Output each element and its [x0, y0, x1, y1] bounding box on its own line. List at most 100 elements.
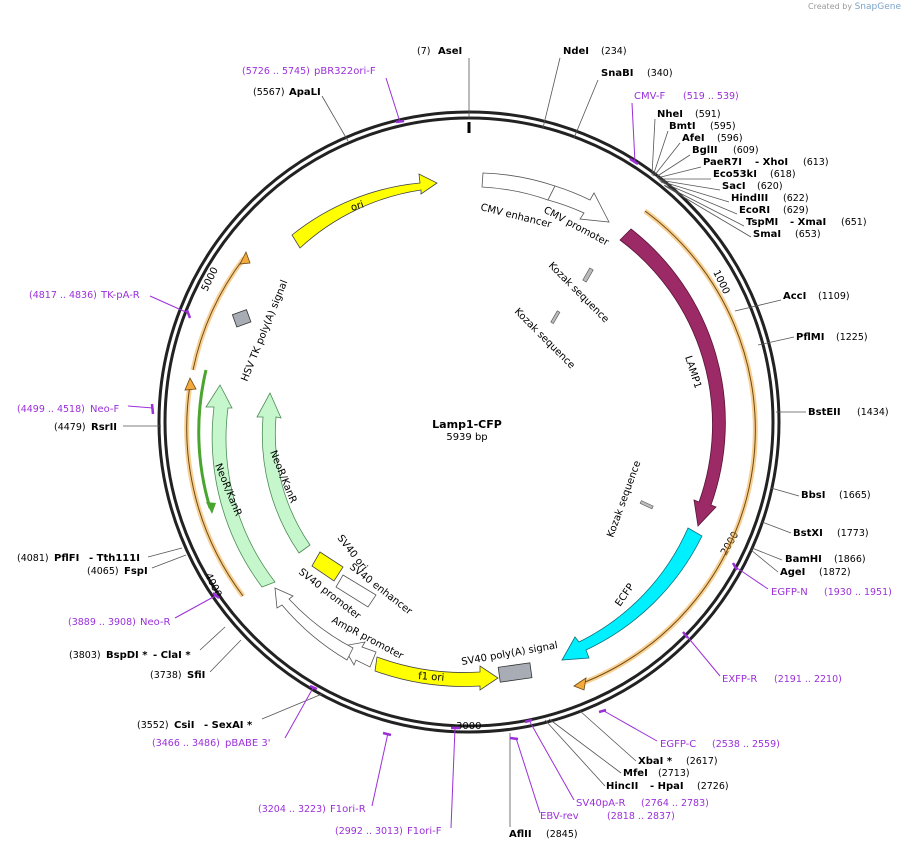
tick-3000: 3000 [456, 721, 481, 732]
enzyme-saci[interactable]: SacI [722, 181, 746, 192]
enzyme-smai[interactable]: SmaI [753, 229, 781, 240]
enzyme-snabi[interactable]: SnaBI [601, 68, 633, 79]
enzyme-ecori[interactable]: EcoRI [739, 205, 770, 216]
feature-sv40-ori-box [311, 551, 344, 582]
primer-pbr322ori-f[interactable]: pBR322ori-F [314, 66, 376, 77]
enzyme-ndei[interactable]: NdeI [563, 46, 589, 57]
primer-pos-egfp-c: (2538 .. 2559) [712, 739, 780, 750]
enzyme-bsteii[interactable]: BstEII [808, 407, 841, 418]
feature-cmv-enhancer-arrow [481, 172, 556, 201]
enzyme-leader-fspi [151, 554, 187, 569]
feature-ori-label: ori [350, 199, 366, 213]
primer-leader-f1ori-f [450, 727, 456, 829]
enzyme-leader-bglii [655, 154, 691, 178]
enzyme-pflmi[interactable]: PflMI [796, 332, 824, 343]
primer-pos-exfp-r: (2191 .. 2210) [774, 674, 842, 685]
primer-leader-f1ori-r [371, 732, 389, 807]
enzyme-pos-nhei: (591) [695, 109, 721, 120]
enzyme-aflii[interactable]: AflII [509, 829, 532, 840]
enzyme-bstxi[interactable]: BstXI [793, 528, 823, 539]
feature-orange-neo-left-line [186, 384, 244, 597]
enzyme-leader-bspdi [199, 626, 226, 651]
primer-ebv-rev[interactable]: EBV-rev [540, 811, 579, 822]
primer-pos-f1ori-f: (2992 .. 3013) [335, 826, 403, 837]
enzyme-pos-smai: (653) [795, 229, 821, 240]
primer-pos-tk-pa-r: (4817 .. 4836) [29, 290, 97, 301]
primer-sv40pa-r[interactable]: SV40pA-R [576, 798, 625, 809]
enzyme-sexai[interactable]: - SexAI * [204, 720, 253, 731]
feature-hsv-tk-polya-box [231, 309, 252, 328]
primer-leader-egfp-c [603, 710, 658, 742]
enzyme-csii[interactable]: CsiI [174, 720, 194, 731]
enzyme-nhei[interactable]: NheI [657, 109, 683, 120]
enzyme-hindiii[interactable]: HindIII [731, 193, 768, 204]
feature-sv40-promoter-arrow [274, 587, 354, 661]
enzyme-xhoi[interactable]: - XhoI [755, 157, 788, 168]
enzyme-hpai[interactable]: - HpaI [650, 781, 684, 792]
primer-exfp-r[interactable]: EXFP-R [722, 674, 757, 685]
enzyme-bspdi[interactable]: BspDI * [106, 650, 148, 661]
primer-marker-pbr322ori-f [395, 119, 405, 124]
primer-f1ori-f[interactable]: F1ori-F [407, 826, 442, 837]
primer-marker-exfp-r [682, 631, 689, 639]
feature-hsv-tk-polya-label: HSV TK poly(A) signal [240, 279, 291, 384]
enzyme-bmti[interactable]: BmtI [669, 121, 696, 132]
plasmid-name: Lamp1-CFP [432, 418, 502, 431]
primer-marker-cmv-f [629, 157, 639, 166]
enzyme-hincii[interactable]: HincII [606, 781, 638, 792]
primer-egfp-c[interactable]: EGFP-C [660, 739, 696, 750]
enzyme-pos-mfei: (2713) [658, 768, 690, 779]
enzyme-pflfi[interactable]: PflFI [54, 553, 79, 564]
enzyme-agei[interactable]: AgeI [780, 567, 805, 578]
enzyme-sfii[interactable]: SfiI [187, 670, 205, 681]
enzyme-bamhi[interactable]: BamHI [785, 554, 822, 565]
enzyme-afei[interactable]: AfeI [682, 133, 705, 144]
enzyme-pos-tspmi: (651) [841, 217, 867, 228]
feature-lamp1-arrow [619, 228, 726, 527]
enzyme-pos-hindiii: (622) [783, 193, 809, 204]
enzyme-pos-afei: (596) [717, 133, 743, 144]
enzyme-pos-snabi: (340) [647, 68, 673, 79]
enzyme-mfei[interactable]: MfeI [623, 768, 648, 779]
enzyme-fspi[interactable]: FspI [124, 566, 148, 577]
enzyme-rsrii[interactable]: RsrII [91, 422, 117, 433]
enzyme-eco53ki[interactable]: Eco53kI [713, 169, 757, 180]
feature-green-neo [197, 369, 212, 509]
feature-ori-arrow [291, 173, 438, 249]
enzyme-apali[interactable]: ApaLI [289, 87, 321, 98]
enzyme-clai[interactable]: - ClaI * [153, 650, 191, 661]
primer-egfp-n[interactable]: EGFP-N [771, 587, 808, 598]
enzyme-leader-hincii [544, 719, 606, 787]
primer-pos-f1ori-r: (3204 .. 3223) [258, 804, 326, 815]
primer-neo-r[interactable]: Neo-R [140, 617, 171, 628]
primer-cmv-f[interactable]: CMV-F [634, 91, 665, 102]
enzyme-bbsi[interactable]: BbsI [801, 490, 825, 501]
primer-pos-pbr322ori-f: (5726 .. 5745) [242, 66, 310, 77]
snapgene-logo-text: SnapGene [854, 2, 901, 12]
feature-cmv-promoter-arrow [547, 185, 610, 223]
enzyme-tth111i[interactable]: - Tth111I [89, 553, 140, 564]
enzyme-pos-bbsi: (1665) [839, 490, 871, 501]
primer-neo-f[interactable]: Neo-F [90, 404, 120, 415]
enzyme-acci[interactable]: AccI [783, 291, 806, 302]
primer-marker-tk-pa-r [185, 309, 192, 319]
enzyme-xmai[interactable]: - XmaI [790, 217, 826, 228]
enzyme-paer7i[interactable]: PaeR7I [703, 157, 742, 168]
primer-leader-neo-f [127, 405, 154, 409]
enzyme-group-left [123, 95, 349, 720]
primer-leader-sv40pa-r [529, 721, 575, 801]
enzyme-xbai[interactable]: XbaI * [638, 756, 673, 767]
enzyme-pos-aflii: (2845) [546, 829, 578, 840]
enzyme-asei[interactable]: AseI [438, 46, 462, 57]
primer-pbabe[interactable]: pBABE 3' [225, 738, 271, 749]
feature-sv40-polya-box [497, 662, 533, 683]
plasmid-size: 5939 bp [446, 432, 487, 443]
enzyme-pos-bstxi: (1773) [837, 528, 869, 539]
primer-f1ori-r[interactable]: F1ori-R [330, 804, 366, 815]
enzyme-leader-acci [734, 299, 782, 312]
enzyme-pos-bspdi: (3803) [69, 650, 101, 661]
enzyme-tspmi[interactable]: TspMI [746, 217, 778, 228]
enzyme-bglii[interactable]: BglII [692, 145, 718, 156]
primer-tk-pa-r[interactable]: TK-pA-R [100, 290, 140, 301]
